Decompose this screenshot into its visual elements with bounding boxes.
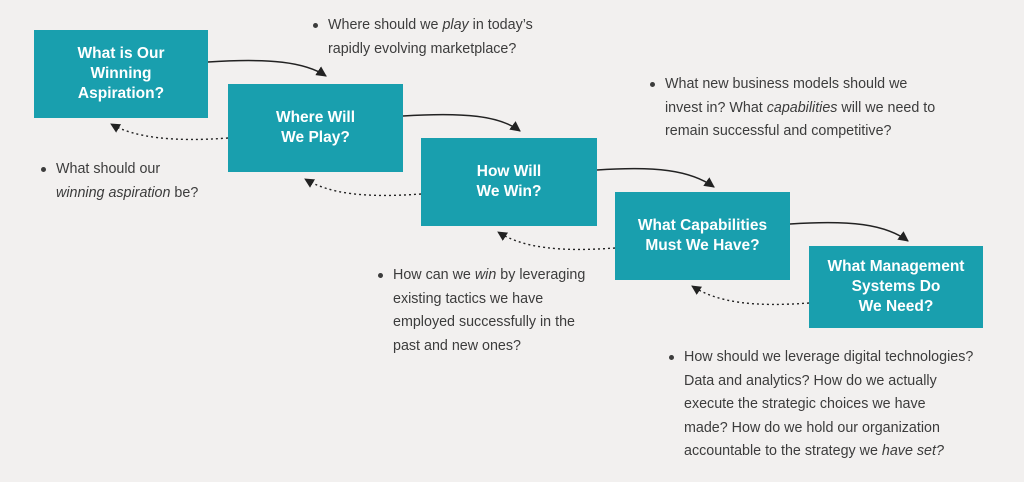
forward-arrow-1 (207, 59, 327, 77)
feedback-arrow-4 (691, 285, 810, 306)
forward-arrow-2 (402, 113, 521, 132)
step-label: How Will We Win? (476, 163, 542, 200)
feedback-arrow-2 (304, 178, 422, 197)
note-management-systems: How should we leverage digital technolog… (669, 346, 1024, 464)
step-box-where-to-play: Where Will We Play? (228, 84, 403, 172)
note-capabilities: What new business models should we inves… (650, 73, 985, 144)
step-label: What is Our Winning Aspiration? (77, 45, 165, 102)
step-box-capabilities: What Capabilities Must We Have? (615, 192, 790, 280)
feedback-arrow-1 (110, 123, 229, 141)
feedback-arrow-3 (497, 231, 616, 251)
step-label: Where Will We Play? (275, 109, 356, 146)
step-box-winning-aspiration: What is Our Winning Aspiration? (34, 30, 208, 118)
forward-arrow-4 (789, 221, 909, 242)
step-label: What Management Systems Do We Need? (827, 258, 965, 315)
step-box-management-systems: What Management Systems Do We Need? (809, 246, 983, 328)
note-how-to-win: How can we win by leveraging existing ta… (378, 264, 653, 358)
note-winning-aspiration: What should our winning aspiration be? (41, 158, 246, 205)
forward-arrow-3 (596, 167, 715, 188)
note-where-to-play: Where should we play in today’s rapidly … (313, 14, 598, 61)
step-label: What Capabilities Must We Have? (637, 217, 768, 254)
step-box-how-to-win: How Will We Win? (421, 138, 597, 226)
